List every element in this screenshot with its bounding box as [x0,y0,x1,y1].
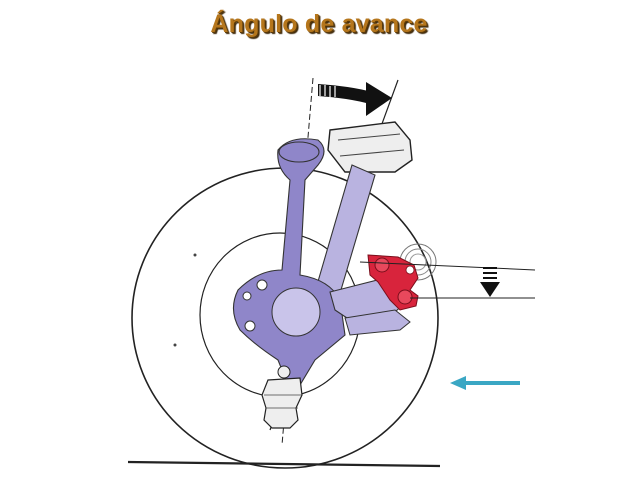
red-joint-upper [374,257,390,273]
slide-title: Ángulo de avance [210,10,428,38]
red-joint-lower [397,289,413,305]
mount-hole-3 [244,320,256,332]
knuckle-top-cap [278,141,320,163]
strut-top-mount [327,121,413,173]
reference-line-upper [359,261,536,271]
ground-line [127,460,441,468]
marker-dot-2 [173,343,177,347]
steering-arm-lower [344,309,411,336]
mount-hole-1 [256,279,268,291]
lower-ball-joint [261,365,303,429]
curved-arrow-right-icon [318,82,392,116]
tie-rod-end [367,254,419,311]
wheel-hub [271,287,321,337]
mount-hole-2 [242,291,252,301]
arrow-left-icon [450,376,520,390]
arrow-down-icon [480,267,500,297]
marker-dot-1 [193,253,197,257]
